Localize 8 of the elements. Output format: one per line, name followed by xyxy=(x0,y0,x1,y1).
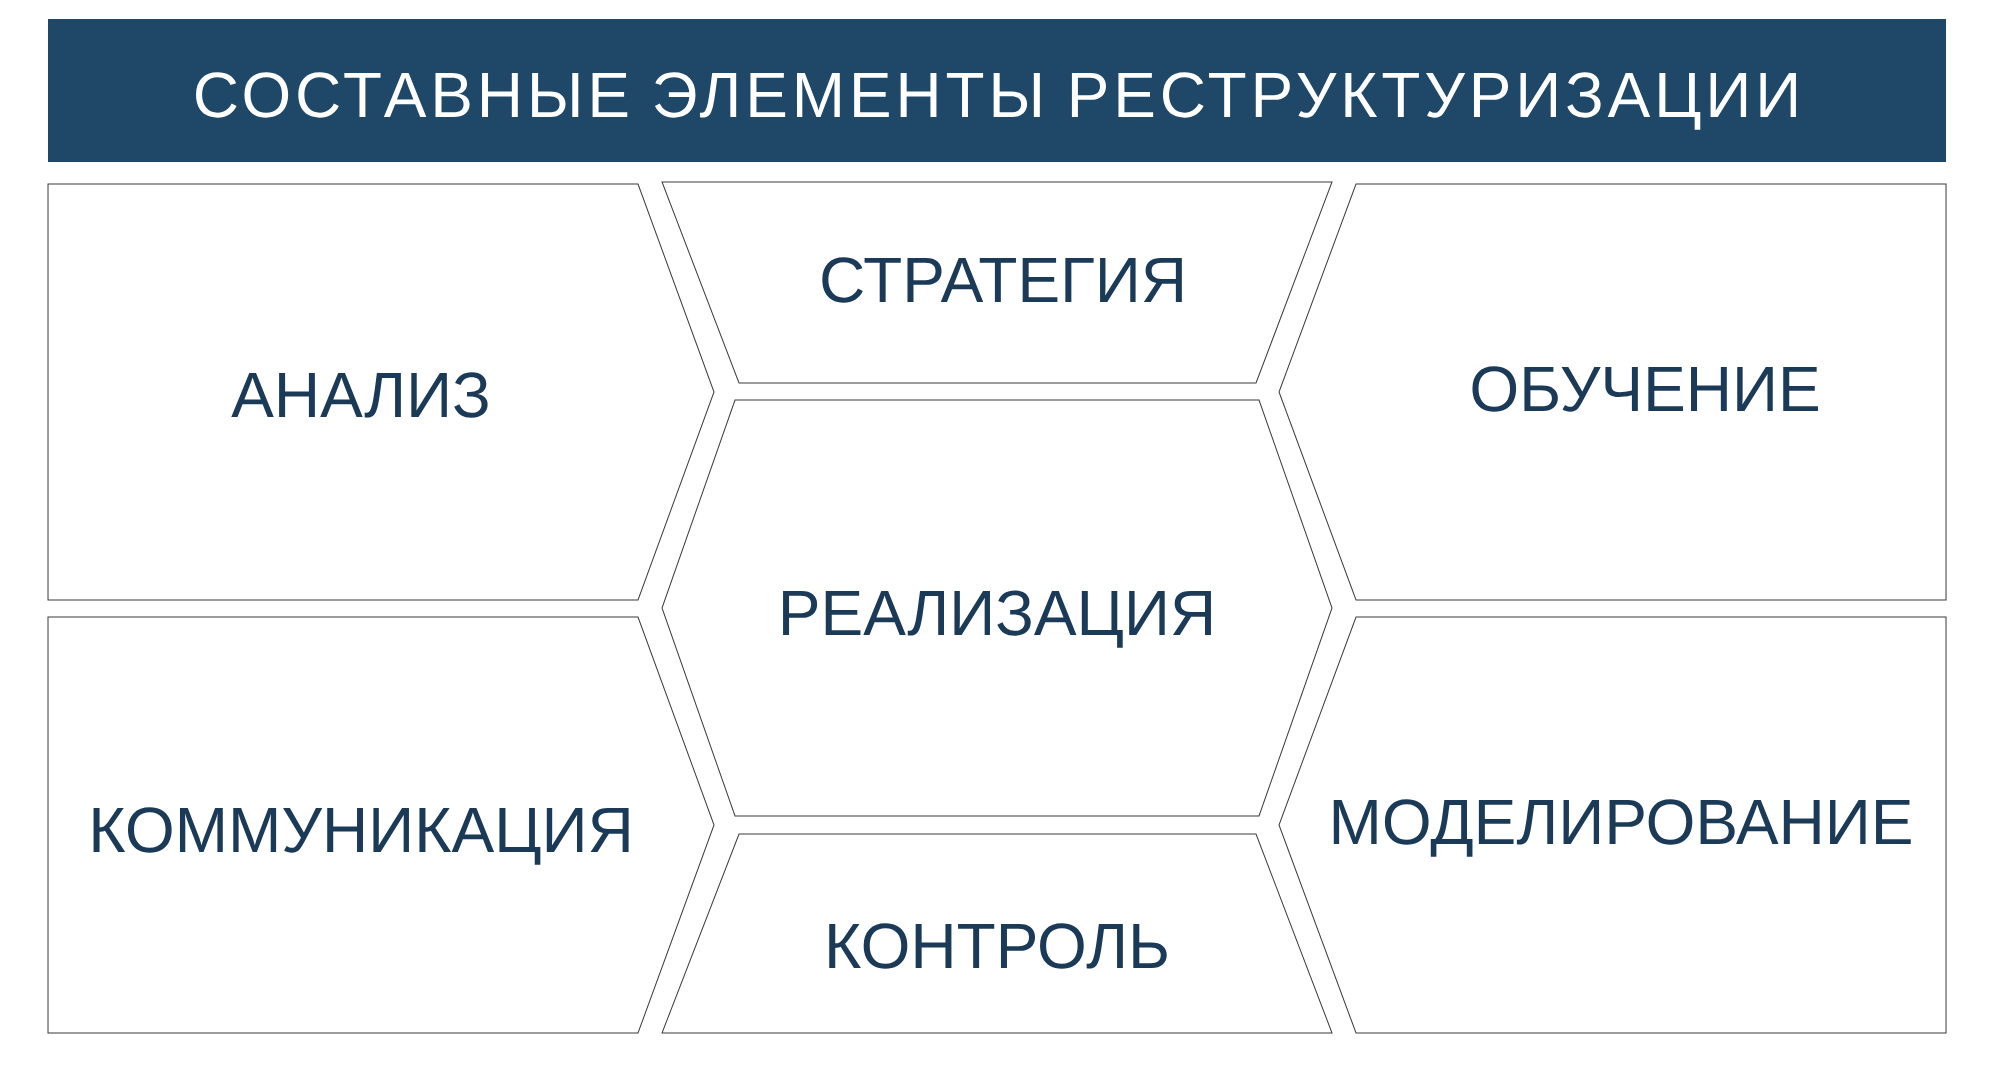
trapezoid-box: СТРАТЕГИЯ xyxy=(661,181,1333,384)
arrow-box: МОДЕЛИРОВАНИЕ xyxy=(1278,616,1947,1034)
title-banner: СОСТАВНЫЕ ЭЛЕМЕНТЫ РЕСТРУКТУРИЗАЦИИ xyxy=(48,19,1947,162)
arrow-box: КОММУНИКАЦИЯ xyxy=(47,616,715,1034)
arrow-box: ОБУЧЕНИЕ xyxy=(1278,183,1947,601)
trapezoid-box: КОНТРОЛЬ xyxy=(661,833,1333,1034)
hexagon-box: РЕАЛИЗАЦИЯ xyxy=(661,399,1333,817)
arrow-box: АНАЛИЗ xyxy=(47,183,715,601)
